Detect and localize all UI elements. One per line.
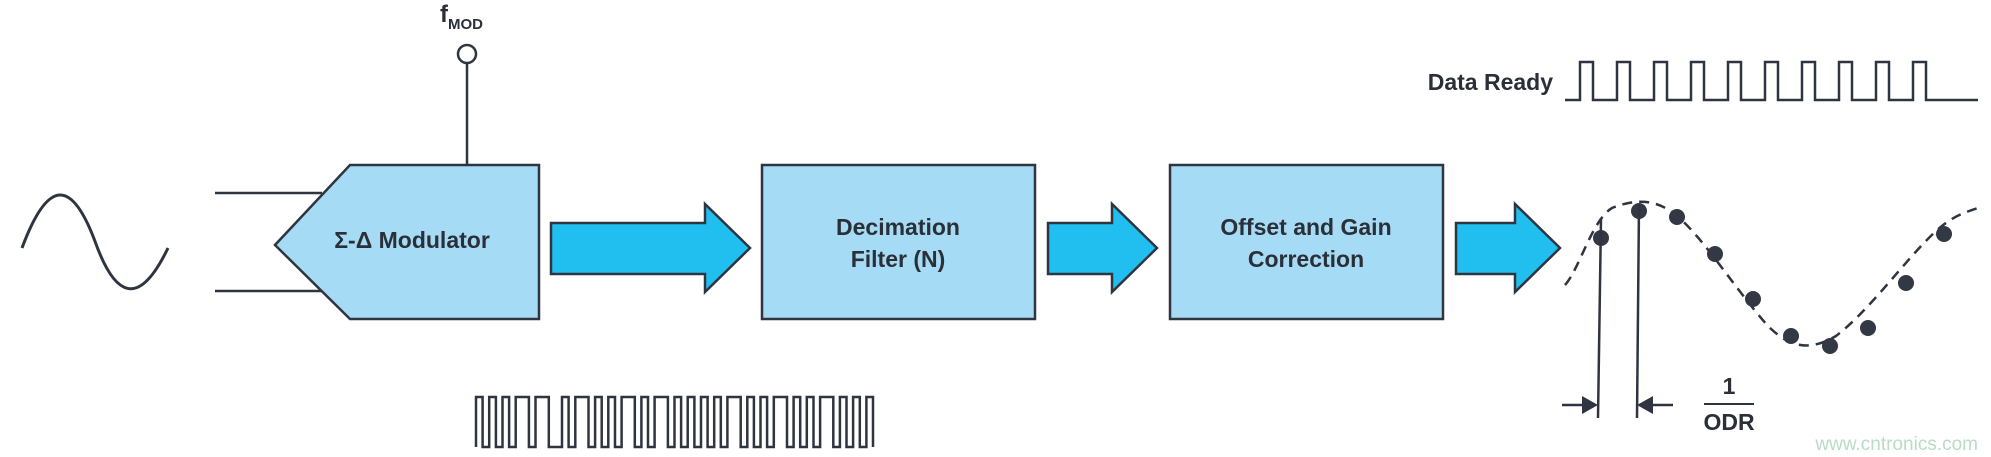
fmod-label: fMOD (440, 1, 483, 33)
fmod-label-sub: MOD (448, 16, 483, 33)
watermark-text: www.cntronics.com (1814, 434, 1978, 455)
output-sample-dot (1745, 291, 1761, 307)
offset-gain-correction-block (1168, 163, 1445, 321)
odr-marker-line-left (1596, 217, 1603, 419)
decimation-filter-label-line-1: Decimation (836, 214, 960, 240)
output-sample-dot (1936, 226, 1952, 242)
flow-arrow-correction-to-output (1454, 201, 1562, 295)
output-sample-dot (1707, 246, 1723, 262)
odr-numerator: 1 (1723, 373, 1736, 399)
output-sample-dot (1860, 320, 1876, 336)
output-sample-dot (1783, 328, 1799, 344)
output-sample-dot (1898, 275, 1914, 291)
modulator-bitstream-waveform (474, 395, 875, 449)
output-sample-dot (1822, 338, 1838, 354)
decimation-filter-label-line-2: Filter (N) (851, 246, 946, 272)
data-ready-pulse-train (1565, 60, 1978, 102)
fmod-label-main: f (440, 1, 449, 28)
output-sampled-sine-dashed (1564, 200, 1979, 347)
fmod-input-terminal (456, 43, 478, 65)
decimation-filter-block (760, 163, 1037, 321)
offset-gain-correction-label-line-2: Correction (1248, 246, 1364, 272)
odr-denominator: ODR (1703, 409, 1755, 435)
odr-arrow-left-head (1582, 396, 1598, 414)
odr-arrow-right-head (1637, 396, 1653, 414)
analog-input-sine-wave (20, 193, 170, 291)
output-sample-points (1593, 203, 1952, 354)
output-sample-dot (1669, 209, 1685, 225)
sigma-delta-modulator-label: Σ-Δ Modulator (334, 227, 490, 253)
data-ready-label: Data Ready (1428, 69, 1553, 95)
flow-arrow-decimation-to-correction (1046, 201, 1159, 295)
flow-arrow-modulator-to-decimation (549, 201, 752, 295)
sigma-delta-modulator-block (273, 163, 541, 321)
offset-gain-correction-label-line-1: Offset and Gain (1220, 214, 1391, 240)
odr-marker-line-right (1635, 204, 1641, 419)
